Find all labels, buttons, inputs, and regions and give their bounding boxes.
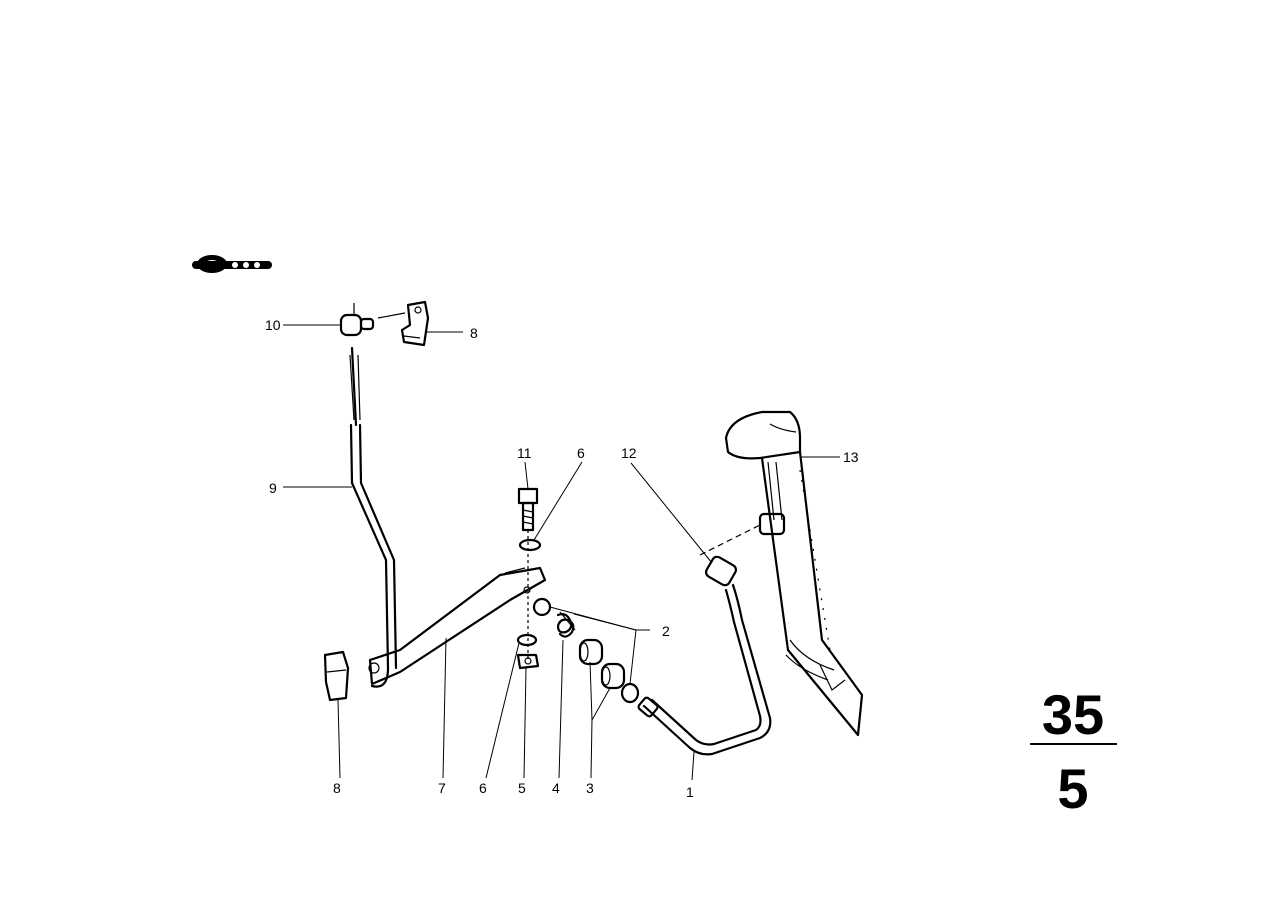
part-6-washer-top: [518, 538, 542, 552]
part-11-bolt: [517, 487, 539, 660]
group-number-sub: 5: [1057, 757, 1088, 820]
part-2-washer-b: [620, 682, 640, 704]
callout-5: 5: [518, 780, 526, 796]
callout-9: 9: [269, 480, 277, 496]
callout-6-top: 6: [577, 445, 585, 461]
callout-2: 2: [662, 623, 670, 639]
callout-3: 3: [586, 780, 594, 796]
part-8-clip-bottom: [323, 650, 350, 702]
callout-11: 11: [517, 445, 532, 461]
leader-lines: [283, 324, 840, 781]
part-3-bushing-a: [578, 638, 604, 666]
callout-12: 12: [621, 445, 637, 461]
group-number-main: 35: [1042, 683, 1104, 746]
part-2-washer-a: [532, 597, 552, 617]
callout-8-bottom: 8: [333, 780, 341, 796]
callout-1: 1: [686, 784, 694, 800]
group-number: 35 5: [1030, 683, 1117, 820]
part-5-nut: [516, 653, 540, 670]
callout-7: 7: [438, 780, 446, 796]
callout-8-top: 8: [470, 325, 478, 341]
part-8-clip-top: [400, 300, 430, 347]
callout-6-bottom: 6: [479, 780, 487, 796]
callout-13: 13: [843, 449, 859, 465]
callout-4: 4: [552, 780, 560, 796]
part-7-lever: [368, 566, 547, 686]
callout-10: 10: [265, 317, 281, 333]
part-1-connecting-rod: [637, 583, 772, 756]
part-6-washer-bottom: [516, 633, 538, 647]
part-12-bushing: [704, 555, 738, 587]
part-3-bushing-b: [600, 662, 626, 690]
part-13-gear-lever: [724, 410, 864, 737]
part-4-spring: [556, 611, 576, 638]
car-silhouette-icon: [192, 255, 272, 273]
part-9-shift-rod: [349, 346, 398, 688]
part-10-bushing: [339, 303, 375, 337]
